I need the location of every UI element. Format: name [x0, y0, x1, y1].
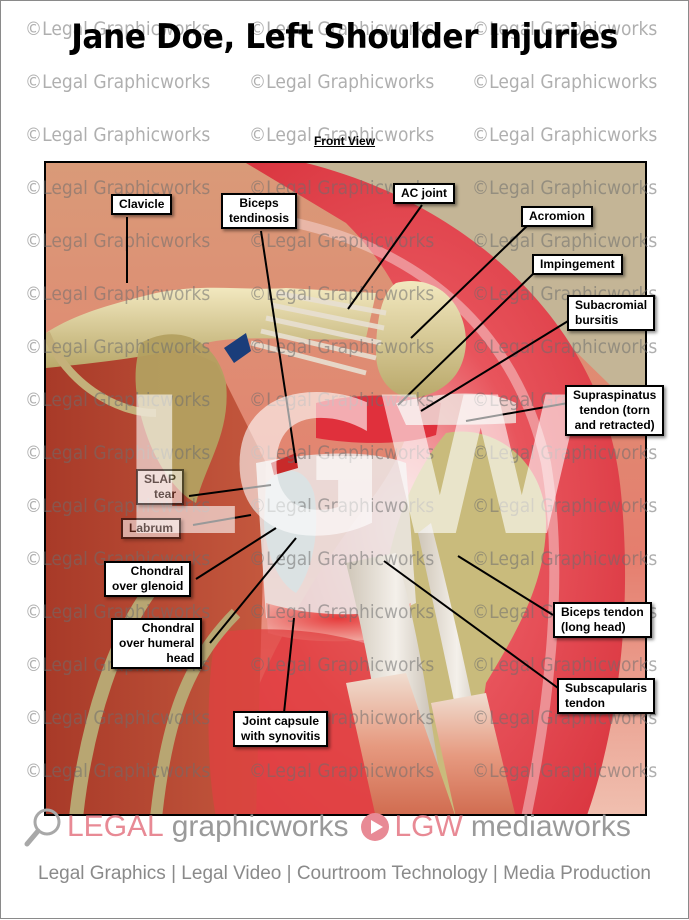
label-subacromial-bursitis: Subacromial bursitis	[567, 295, 656, 331]
page-title: Jane Doe, Left Shoulder Injuries	[71, 17, 618, 57]
label-chondral-over-glenoid: Chondral over glenoid	[104, 561, 192, 597]
label-impingement: Impingement	[532, 254, 623, 275]
label-slap-tear: SLAP tear	[136, 469, 185, 505]
label-labrum: Labrum	[121, 518, 182, 539]
label-acromion: Acromion	[521, 206, 594, 227]
label-clavicle: Clavicle	[111, 194, 173, 215]
logo-mediaworks-text: mediaworks	[470, 810, 631, 843]
footer-logo-bar: LEGAL graphicworks LGW mediaworks	[23, 807, 631, 847]
view-subtitle: Front View	[313, 134, 376, 148]
watermark: ©Legal Graphicworks	[249, 71, 435, 93]
label-subscapularis-tendon: Subscapularis tendon	[557, 678, 656, 714]
logo-legal-text: LEGAL	[67, 810, 164, 843]
label-ac-joint: AC joint	[393, 183, 455, 204]
logo-graphicworks-text: graphicworks	[171, 810, 349, 843]
label-biceps-tendinosis: Biceps tendinosis	[221, 193, 298, 229]
label-chondral-over-humeral-head: Chondral over humeral head	[111, 618, 203, 669]
footer-tagline: Legal Graphics | Legal Video | Courtroom…	[38, 863, 651, 884]
watermark: ©Legal Graphicworks	[472, 71, 658, 93]
label-joint-capsule-synovitis: Joint capsule with synovitis	[233, 711, 329, 747]
logo-lgw-text: LGW	[394, 810, 463, 843]
magnifier-icon	[24, 808, 61, 847]
play-icon	[361, 813, 390, 841]
watermark: ©Legal Graphicworks	[25, 71, 211, 93]
label-supraspinatus-tendon: Supraspinatus tendon (torn and retracted…	[565, 385, 665, 436]
label-biceps-tendon-long-head: Biceps tendon (long head)	[553, 602, 652, 638]
